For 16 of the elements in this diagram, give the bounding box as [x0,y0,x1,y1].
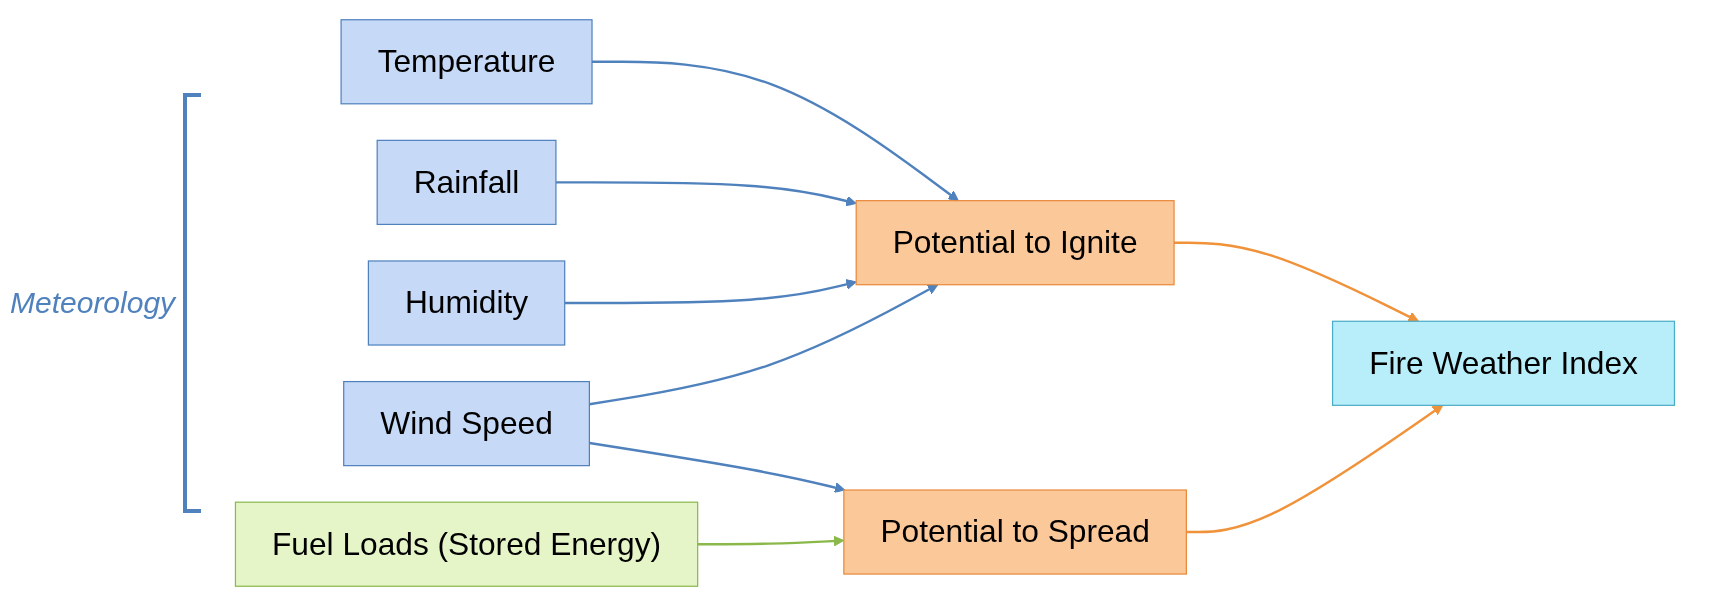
node-box: Potential to Spread [843,489,1188,575]
node-box: Temperature [340,19,593,105]
node-box: Rainfall [376,139,557,226]
node-box: Fuel Loads (Stored Energy) [234,501,699,587]
arrow [589,284,939,406]
node-box: Potential to Ignite [855,200,1175,286]
arrow [1174,241,1420,322]
node-box: Wind Speed [343,380,591,467]
arrow [1186,404,1444,534]
arrow [564,279,857,305]
arrow [589,441,846,493]
node-box: Humidity [367,260,566,346]
node-box: Fire Weather Index [1332,320,1676,406]
arrow [592,60,959,202]
arrow [556,181,857,207]
group-label: Meteorology [10,286,176,320]
